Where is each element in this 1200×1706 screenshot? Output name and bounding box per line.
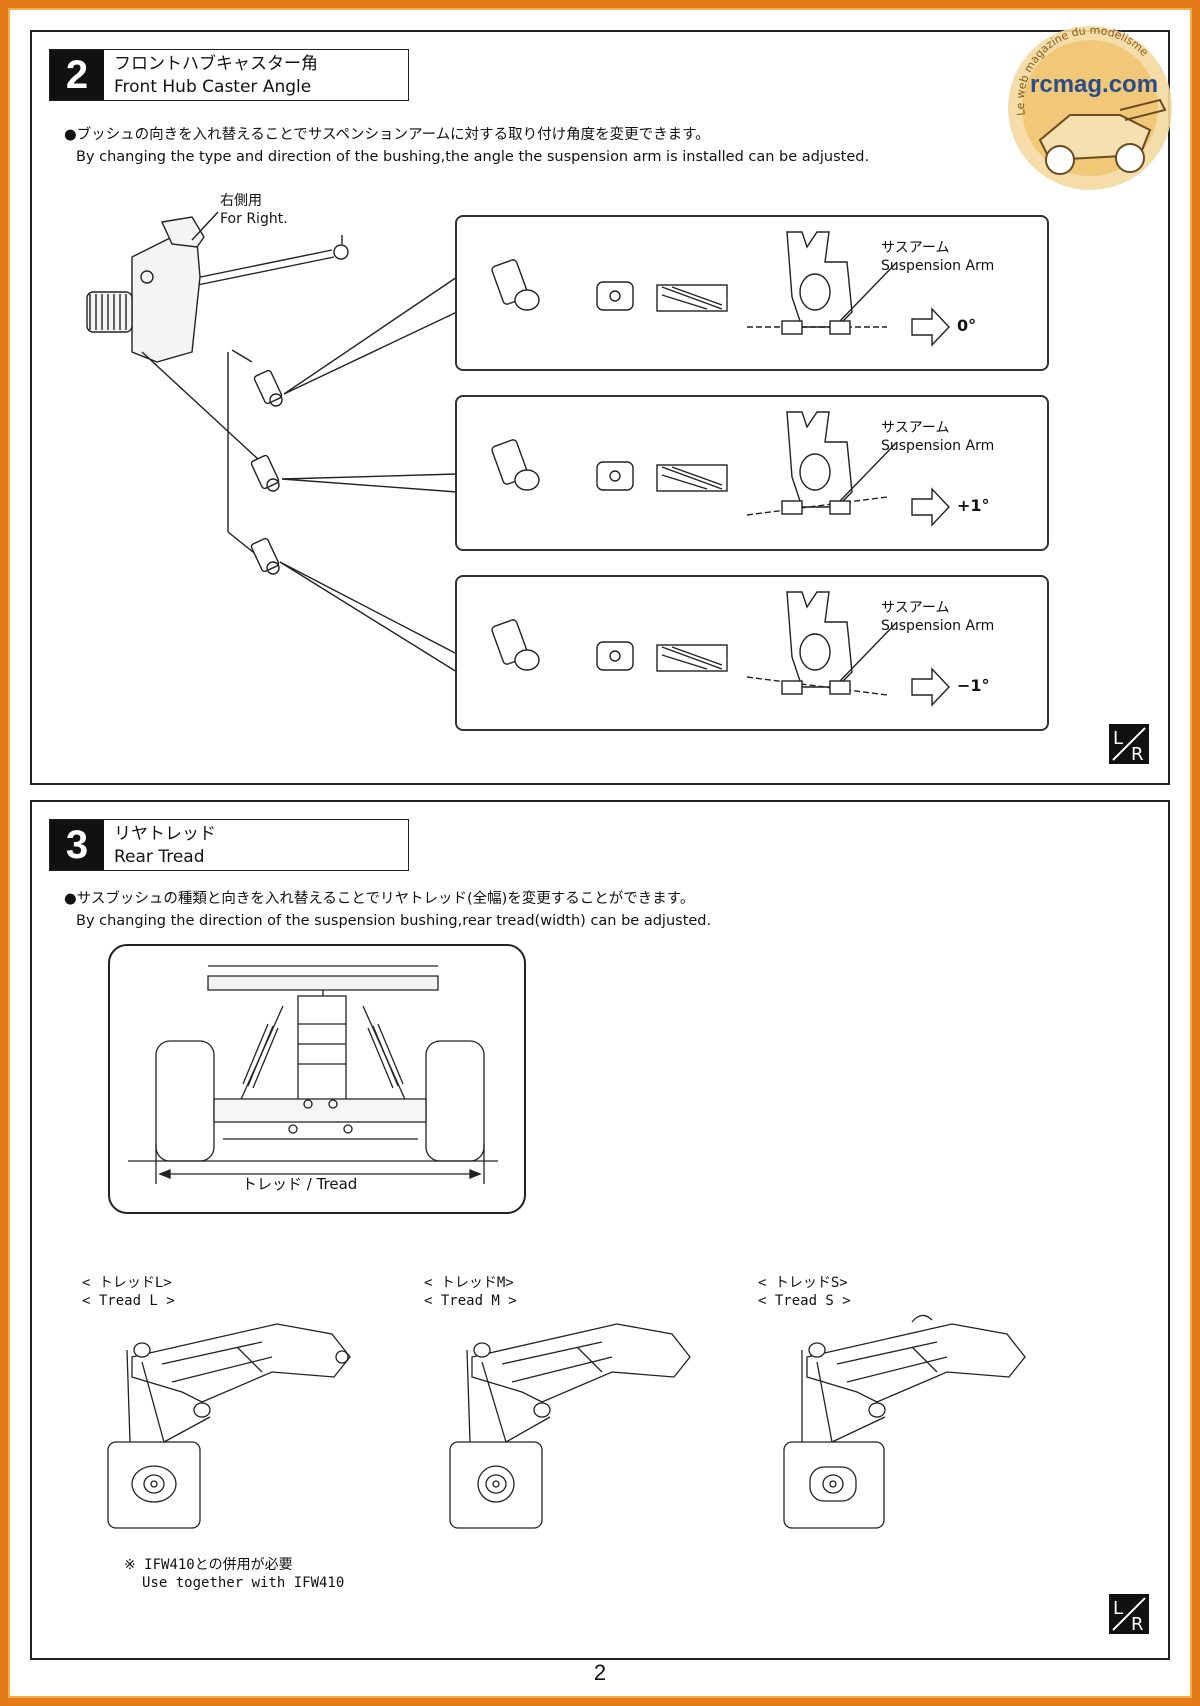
tread-option-label: < トレッドL> < Tread L > [82,1274,175,1310]
tread-option-label: < トレッドM> < Tread M > [424,1274,517,1310]
lr-icon-l: L [1113,1598,1123,1619]
caster-option-panel: サスアーム Suspension Arm −1° [455,575,1049,731]
description-en: By changing the type and direction of th… [76,149,870,165]
arm-label-ja: サスアーム [881,420,950,436]
angle-value: −1° [957,676,990,695]
hub-illustration [86,211,458,673]
tread-option-label: < トレッドS> < Tread S > [758,1274,851,1310]
lr-icon-r: R [1131,744,1144,765]
step-description: ●ブッシュの向きを入れ替えることでサスペンションアームに対する取り付け角度を変更… [64,124,869,168]
arm-label-ja: サスアーム [881,600,950,616]
arm-label-ja: サスアーム [881,240,950,256]
step-number: 3 [50,820,104,870]
tread-option-ja: < トレッドL> [82,1275,172,1291]
rear-view-illustration [108,944,526,1214]
for-right-label: 右側用 For Right. [220,192,288,228]
angle-value: +1° [957,496,990,515]
step-header: 2 フロントハブキャスター角 Front Hub Caster Angle [49,49,409,101]
tread-option-en: < Tread M > [424,1293,517,1309]
tread-label: トレッド / Tread [242,1175,358,1193]
for-right-ja: 右側用 [220,193,262,209]
step-number: 2 [50,50,104,100]
step-description: ●サスブッシュの種類と向きを入れ替えることでリヤトレッド(全幅)を変更することが… [64,888,711,932]
step-title-en: Front Hub Caster Angle [114,77,312,97]
description-en: By changing the direction of the suspens… [76,913,712,929]
left-right-icon: L R [1109,724,1149,765]
rcmag-logo: Le web magazine du modélisme rcmag.com [1008,24,1172,190]
tread-option-en: < Tread L > [82,1293,175,1309]
step-title-en: Rear Tread [114,847,205,867]
panel-drawing [491,411,950,527]
compatibility-note: ※ IFW410との併用が必要 Use together with IFW410 [124,1556,344,1592]
step-title-ja: フロントハブキャスター角 [114,54,318,74]
section-front-hub-caster: 2 フロントハブキャスター角 Front Hub Caster Angle ●ブ… [30,30,1170,785]
description-ja: ●サスブッシュの種類と向きを入れ替えることでリヤトレッド(全幅)を変更することが… [64,891,695,907]
panel-drawing [491,231,950,347]
tread-option-en: < Tread S > [758,1293,851,1309]
caster-option-panel: サスアーム Suspension Arm 0° [455,215,1049,371]
logo-text: rcmag.com [1030,71,1158,98]
left-right-icon: L R [1109,1594,1149,1635]
note-en: Use together with IFW410 [142,1575,345,1591]
step-header: 3 リヤトレッド Rear Tread [49,819,409,871]
step-title-ja: リヤトレッド [114,824,216,844]
suspension-arm-label: サスアーム Suspension Arm [881,419,994,455]
tread-option-illustrations [107,1314,1026,1529]
note-ja: ※ IFW410との併用が必要 [124,1557,293,1573]
arm-label-en: Suspension Arm [881,258,995,274]
arm-label-en: Suspension Arm [881,618,995,634]
caster-option-panel: サスアーム Suspension Arm +1° [455,395,1049,551]
panel-drawing [491,591,950,707]
lr-icon-l: L [1113,728,1123,749]
arm-label-en: Suspension Arm [881,438,995,454]
tread-option-ja: < トレッドM> [424,1275,514,1291]
description-ja: ●ブッシュの向きを入れ替えることでサスペンションアームに対する取り付け角度を変更… [64,127,710,143]
tread-option-ja: < トレッドS> [758,1275,848,1291]
suspension-arm-label: サスアーム Suspension Arm [881,239,994,275]
lr-icon-r: R [1131,1614,1144,1635]
suspension-arm-label: サスアーム Suspension Arm [881,599,994,635]
section-rear-tread: 3 リヤトレッド Rear Tread ●サスブッシュの種類と向きを入れ替えるこ… [30,800,1170,1660]
page-number: 2 [593,1660,607,1685]
for-right-en: For Right. [220,211,288,227]
angle-value: 0° [957,316,977,335]
